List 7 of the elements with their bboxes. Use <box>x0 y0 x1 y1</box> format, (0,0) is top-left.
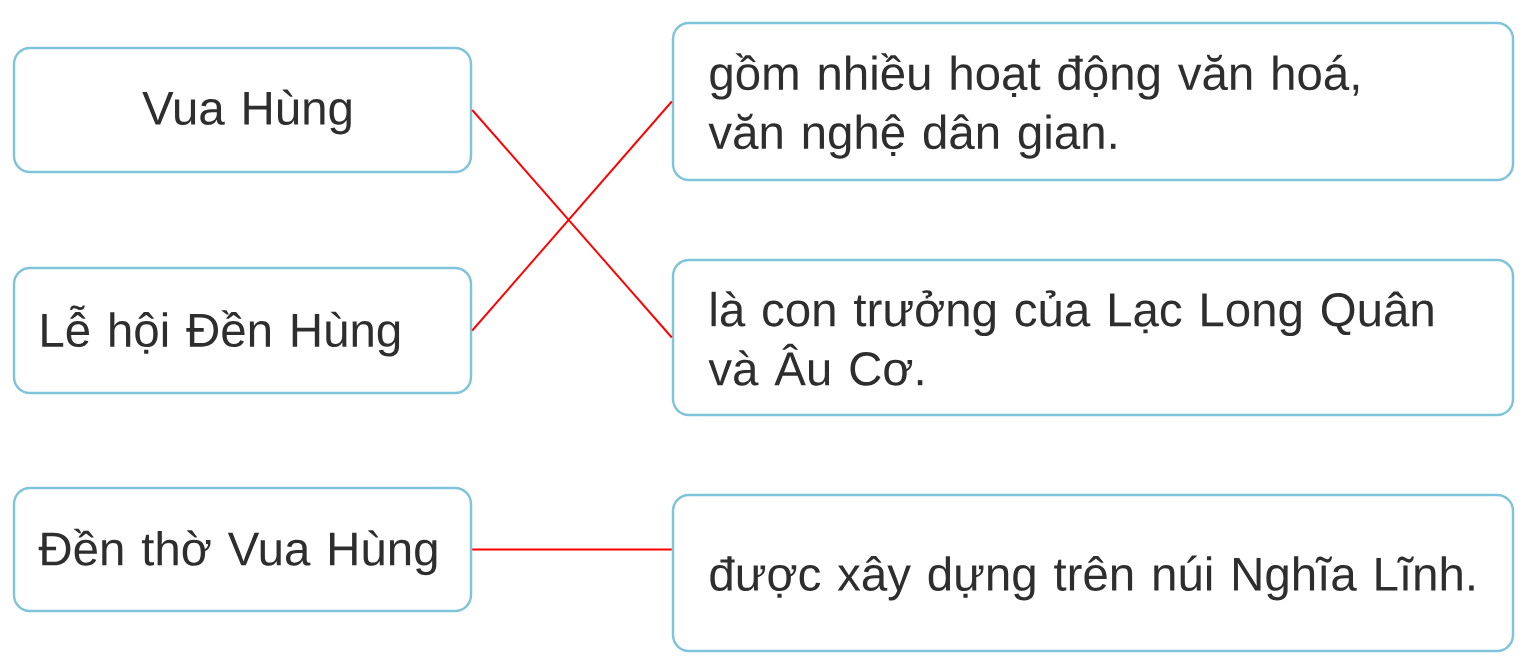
text-box: Lễ hội Đền Hùng <box>12 266 473 395</box>
text-box: là con trưởng của Lạc Long Quân và Âu Cơ. <box>671 258 1515 417</box>
text-box: Vua Hùng <box>12 46 473 174</box>
text-box: gồm nhiều hoạt động văn hoá, văn nghệ dân gian. <box>671 21 1515 182</box>
text-box: Đền thờ Vua Hùng <box>12 486 473 613</box>
text-box: được xây dựng trên núi Nghĩa Lĩnh. <box>671 493 1515 653</box>
connector-line <box>471 548 673 551</box>
